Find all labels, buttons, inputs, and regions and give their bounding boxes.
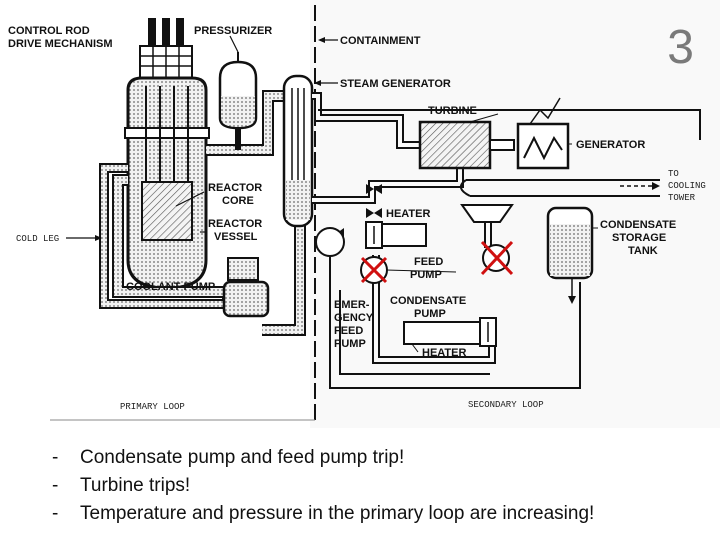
label-condensate-pump-2: PUMP (414, 308, 446, 320)
bullet-dash: - (52, 503, 59, 524)
reactor-core (141, 181, 193, 241)
pressurizer (218, 52, 258, 130)
label-emergency-2: GENCY (334, 312, 374, 324)
turbine (418, 120, 515, 170)
label-turbine: TURBINE (428, 105, 477, 117)
label-to-cooling-3: TOWER (668, 193, 696, 203)
label-to-cooling-2: COOLING (668, 181, 706, 191)
label-emergency-1: EMER- (334, 299, 370, 311)
label-heater-bottom: HEATER (422, 347, 466, 359)
label-secondary-loop: SECONDARY LOOP (468, 400, 544, 410)
label-reactor-vessel-2: VESSEL (214, 231, 258, 243)
coolant-pump (222, 257, 270, 318)
label-reactor-core-1: REACTOR (208, 182, 262, 194)
bullet-item: -Condensate pump and feed pump trip! (52, 444, 712, 472)
label-emergency-3: FEED (334, 325, 363, 337)
label-coolant-pump: COOLANT PUMP (126, 281, 215, 293)
label-primary-loop: PRIMARY LOOP (120, 402, 185, 412)
bullet-dash: - (52, 475, 59, 496)
generator (516, 97, 570, 170)
label-feed-pump-2: PUMP (410, 269, 442, 281)
label-feed-pump-1: FEED (414, 256, 443, 268)
label-generator: GENERATOR (576, 139, 645, 151)
heater-lower-box (403, 321, 481, 345)
label-condensate-pump-1: CONDENSATE (390, 295, 466, 307)
label-reactor-core-2: CORE (222, 195, 254, 207)
steam-generator (282, 74, 314, 228)
bullet-text: Condensate pump and feed pump trip! (80, 447, 405, 468)
bullet-text: Turbine trips! (80, 475, 191, 496)
pressurizer-leader (229, 35, 239, 53)
bullet-item: -Temperature and pressure in the primary… (52, 500, 712, 528)
label-to-cooling-1: TO (668, 169, 679, 179)
label-steam-generator: STEAM GENERATOR (340, 78, 451, 90)
condensate-storage-tank (546, 206, 594, 304)
emergency-feed-pump (315, 227, 345, 257)
bullet-list: -Condensate pump and feed pump trip! -Tu… (52, 444, 712, 528)
feed-pump-trip-mark (360, 256, 388, 284)
bullet-item: -Turbine trips! (52, 472, 712, 500)
label-heater-top: HEATER (386, 208, 430, 220)
pwr-schematic-diagram: CONTROL ROD DRIVE MECHANISM PRESSURIZER … (8, 5, 706, 421)
heater-upper-box (381, 223, 427, 247)
label-condensate-storage-3: TANK (628, 245, 658, 257)
label-pressurizer: PRESSURIZER (194, 25, 272, 37)
control-rod-drive-mechanism (139, 18, 193, 79)
label-reactor-vessel-1: REACTOR (208, 218, 262, 230)
label-condensate-storage-2: STORAGE (612, 232, 666, 244)
label-emergency-4: PUMP (334, 338, 366, 350)
condensate-pump-trip-mark (480, 240, 514, 276)
reactor-core-leader (175, 191, 205, 207)
label-control-rod-2: DRIVE MECHANISM (8, 38, 113, 50)
label-condensate-storage-1: CONDENSATE (600, 219, 676, 231)
secondary-piping (312, 92, 701, 389)
bullet-dash: - (52, 447, 59, 468)
label-containment: CONTAINMENT (340, 35, 421, 47)
slide-number: 3 (667, 21, 694, 74)
bullet-text: Temperature and pressure in the primary … (80, 503, 595, 524)
label-control-rod-1: CONTROL ROD (8, 25, 90, 37)
label-cold-leg: COLD LEG (16, 234, 59, 244)
